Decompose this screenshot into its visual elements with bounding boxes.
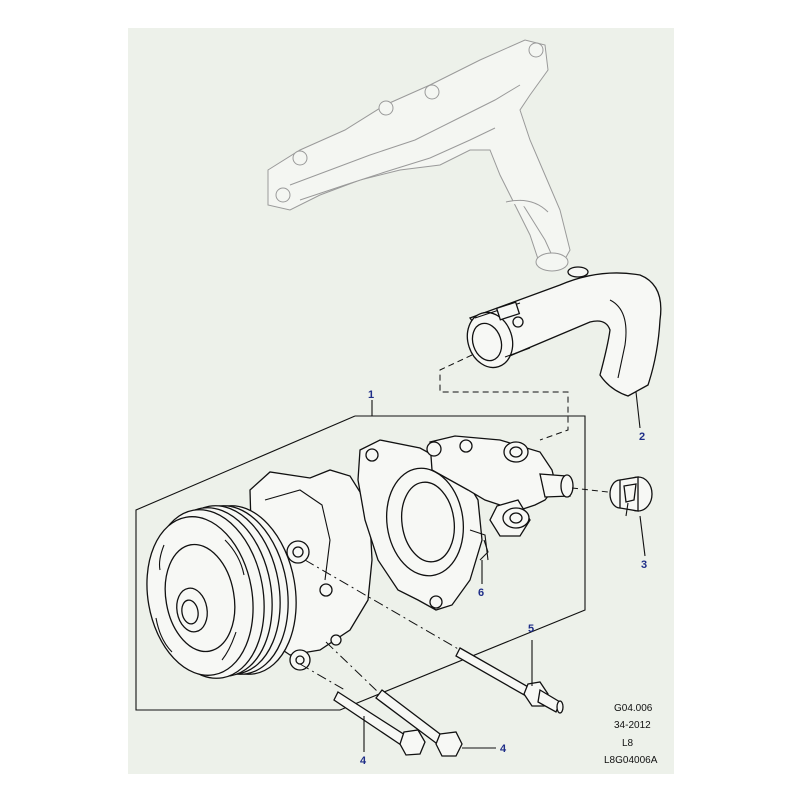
callout-1: 1 bbox=[368, 389, 374, 401]
assembly-1-bracket bbox=[135, 415, 586, 711]
vehicle-model: L8 bbox=[622, 738, 634, 749]
illustration-ref: L8G04006A bbox=[604, 755, 658, 766]
thermostat-housing bbox=[426, 435, 574, 561]
callout-6: 6 bbox=[478, 587, 484, 599]
bolt-long bbox=[304, 559, 564, 714]
coolant-manifold-ghost bbox=[267, 39, 571, 272]
pump-pulley bbox=[146, 505, 297, 679]
coolant-hose bbox=[466, 266, 662, 397]
hose-leader bbox=[439, 354, 569, 441]
diagram-date: 34-2012 bbox=[614, 720, 651, 731]
diagram-code: G04.006 bbox=[614, 703, 653, 714]
callout-4-left: 4 bbox=[360, 755, 367, 767]
pump-housing-cover bbox=[357, 439, 489, 611]
callout-3: 3 bbox=[641, 559, 647, 571]
bolts-short bbox=[299, 641, 463, 757]
callout-5: 5 bbox=[528, 623, 534, 635]
hose-clip bbox=[609, 476, 653, 517]
callout-2: 2 bbox=[639, 431, 645, 443]
callout-4-right: 4 bbox=[500, 743, 507, 755]
callout-leaders bbox=[363, 391, 646, 752]
clip-leader bbox=[571, 487, 609, 493]
